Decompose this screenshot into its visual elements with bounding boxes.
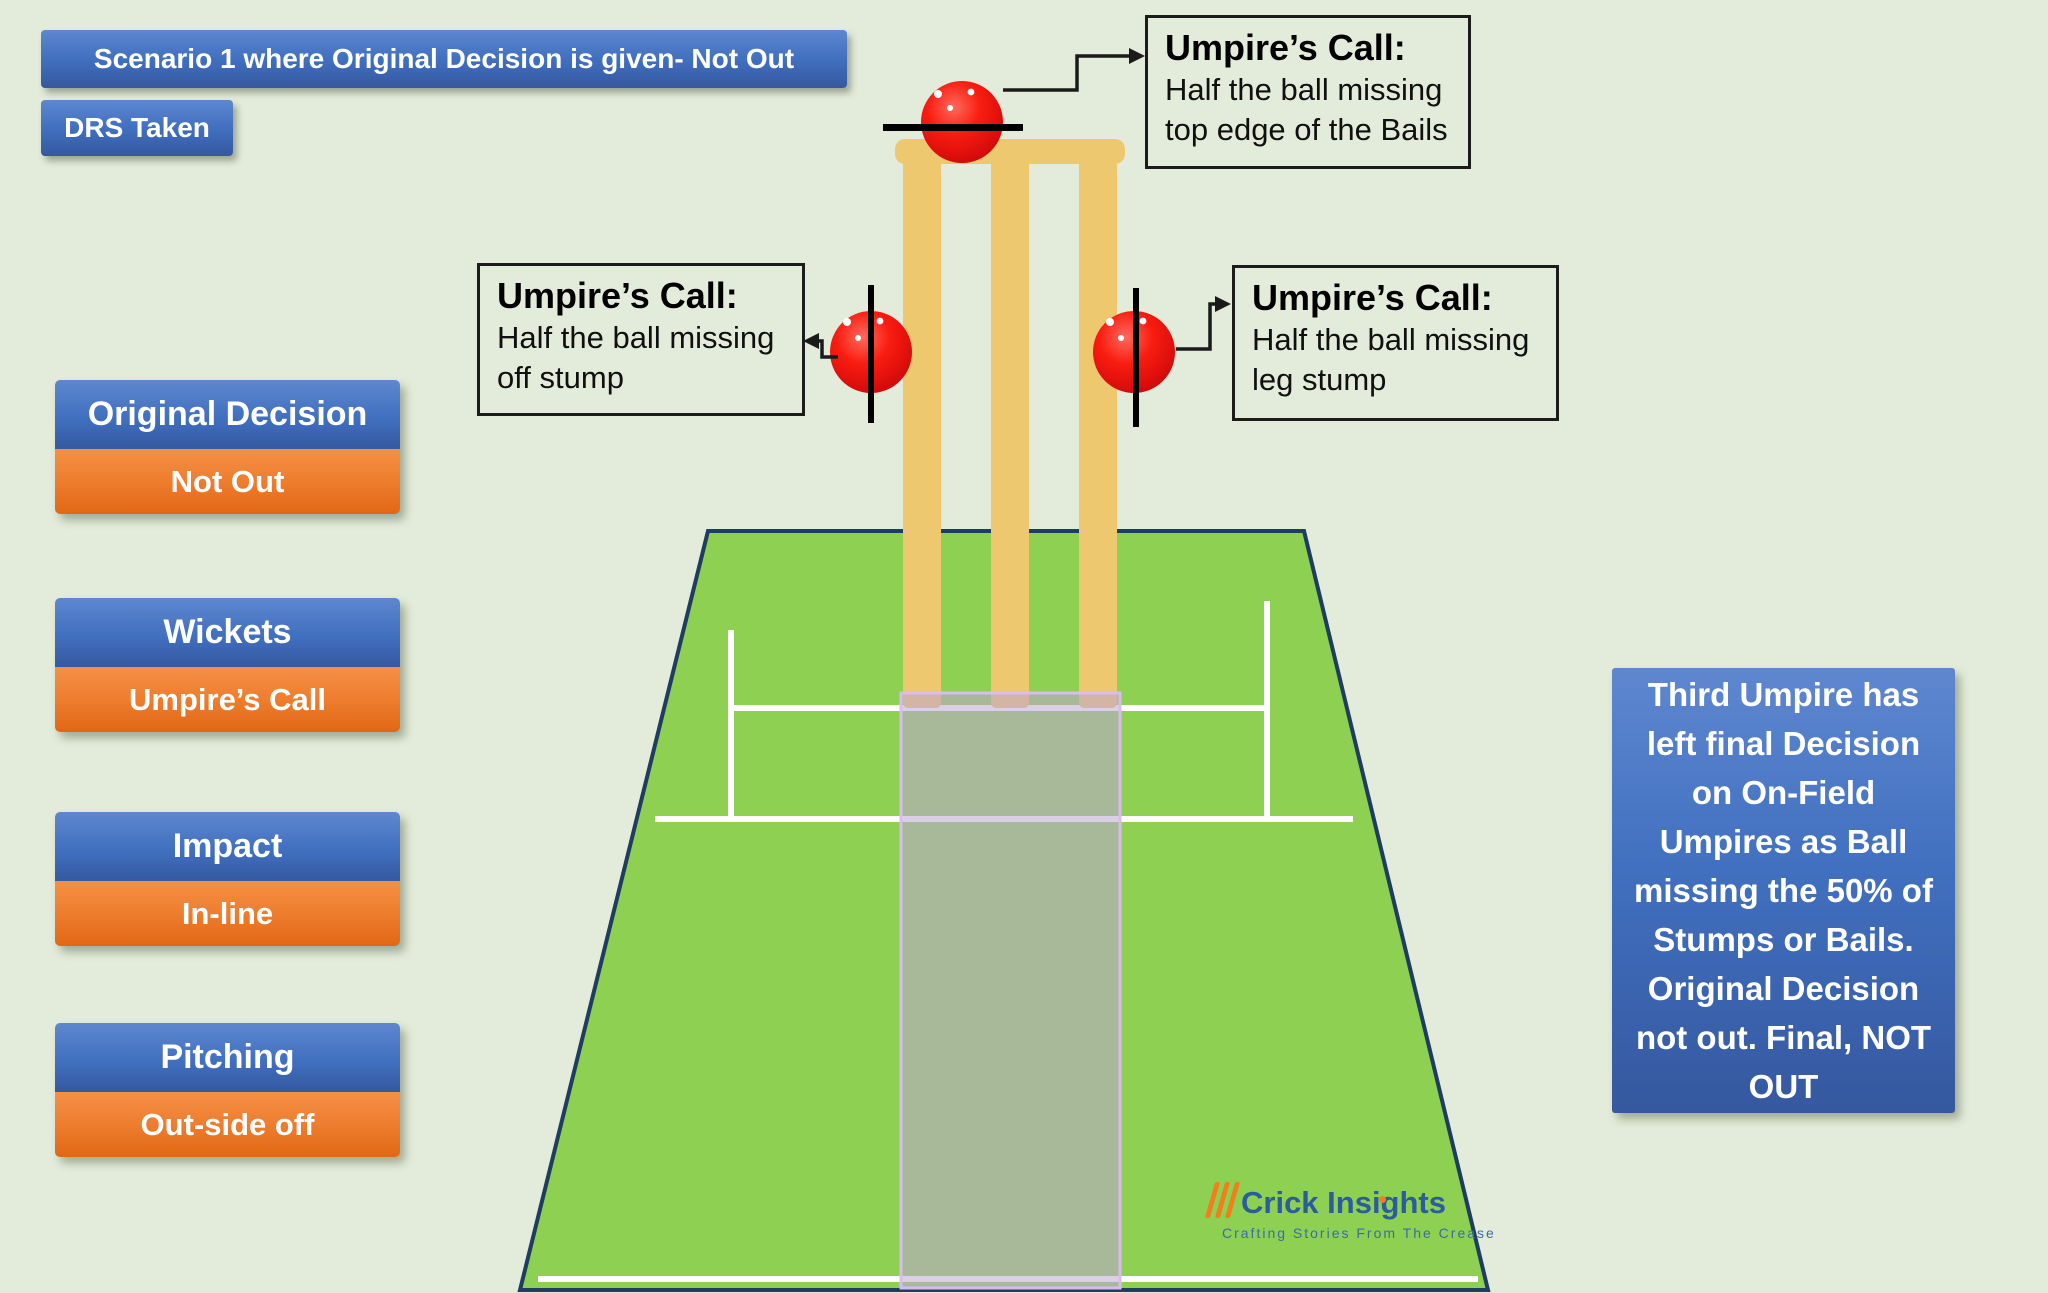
middle-stump	[991, 142, 1029, 708]
callout-body: Half the ball missing leg stump	[1252, 321, 1530, 397]
arrowhead-bails-callout-icon	[1129, 48, 1145, 64]
card-original-decision: Original Decision Not Out	[55, 380, 400, 514]
card-wickets: Wickets Umpire’s Call	[55, 598, 400, 732]
logo-tagline: Crafting Stories From The Crease	[1222, 1225, 1496, 1241]
card-title: Wickets	[55, 598, 400, 667]
callout-off-stump: Umpire’s Call: Half the ball missing off…	[477, 263, 805, 416]
leg-stump-edge-line	[1133, 288, 1139, 427]
arrowhead-off-callout-icon	[803, 333, 819, 349]
off-stump	[903, 142, 941, 708]
arrowhead-leg-callout-icon	[1215, 296, 1231, 312]
card-value: Out-side off	[55, 1092, 400, 1157]
crick-insights-logo: Crick Insights Crafting Stories From The…	[1204, 1182, 1496, 1241]
callout-title: Umpire’s Call:	[497, 275, 738, 316]
card-title: Pitching	[55, 1023, 400, 1092]
connector-bails-callout	[1003, 54, 1134, 92]
scenario-banner: Scenario 1 where Original Decision is gi…	[41, 30, 847, 88]
third-umpire-verdict-box: Third Umpire has left final Decision on …	[1612, 668, 1955, 1113]
ball-over-bails-icon	[921, 81, 1003, 163]
bail-top-edge-line	[883, 124, 1023, 131]
card-impact: Impact In-line	[55, 812, 400, 946]
leg-stump	[1079, 142, 1117, 708]
drs-taken-badge: DRS Taken	[41, 100, 233, 156]
card-value: Not Out	[55, 449, 400, 514]
logo-name: Crick Insights	[1241, 1185, 1446, 1220]
logo-i-dot-icon	[1379, 1196, 1386, 1203]
callout-body: Half the ball missing off stump	[497, 319, 775, 395]
card-pitching: Pitching Out-side off	[55, 1023, 400, 1157]
logo-stumps-icon	[1204, 1182, 1241, 1221]
callout-leg-stump: Umpire’s Call: Half the ball missing leg…	[1232, 265, 1559, 421]
callout-bails: Umpire’s Call: Half the ball missing top…	[1145, 15, 1471, 169]
card-value: Umpire’s Call	[55, 667, 400, 732]
callout-title: Umpire’s Call:	[1252, 277, 1493, 318]
card-title: Impact	[55, 812, 400, 881]
pitch-strip-overlay	[899, 691, 1122, 1290]
off-stump-edge-line	[868, 285, 874, 423]
card-value: In-line	[55, 881, 400, 946]
card-title: Original Decision	[55, 380, 400, 449]
callout-title: Umpire’s Call:	[1165, 27, 1406, 68]
callout-body: Half the ball missing top edge of the Ba…	[1165, 71, 1448, 147]
